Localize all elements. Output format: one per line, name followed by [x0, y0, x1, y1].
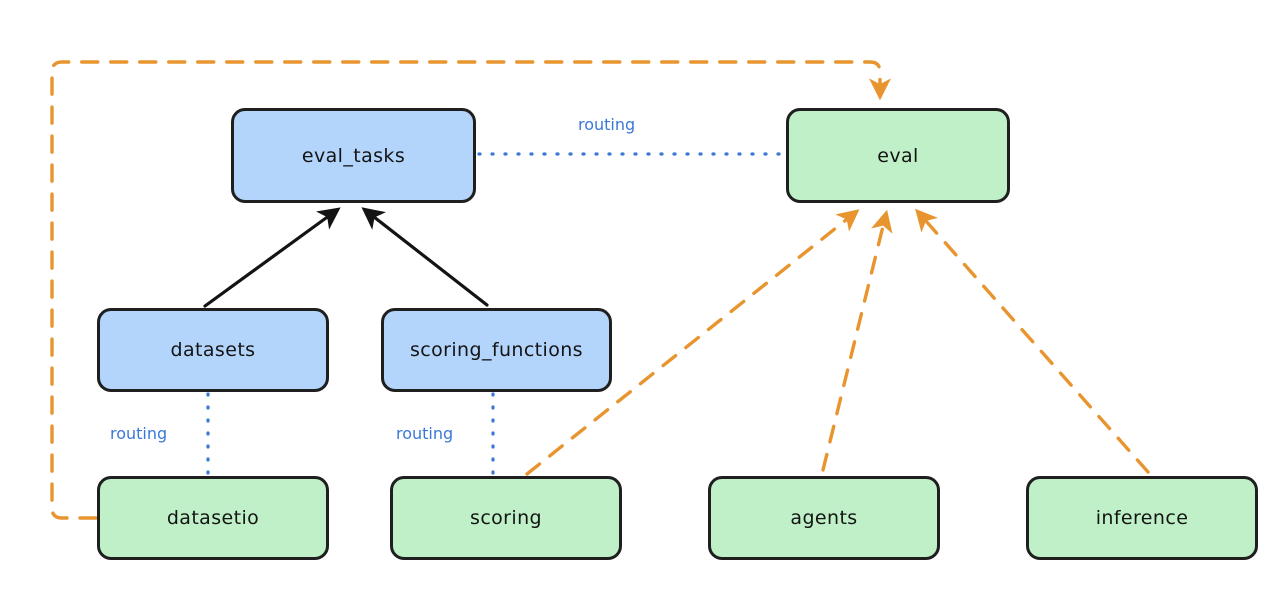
- node-inference[interactable]: inference: [1026, 476, 1258, 560]
- node-label-scoring: scoring: [470, 507, 542, 529]
- edge-datasetio-to-eval: [50, 60, 892, 520]
- edge-inference-to-eval: [915, 208, 1150, 474]
- node-eval-tasks[interactable]: eval_tasks: [231, 108, 476, 203]
- edge-label-routing-scoring-functions: routing: [396, 424, 454, 443]
- edge-scoring-functions-to-eval-tasks: [361, 207, 489, 307]
- node-label-datasetio: datasetio: [166, 507, 260, 529]
- node-agents[interactable]: agents: [708, 476, 940, 560]
- edge-label-routing-eval-tasks: routing: [578, 115, 636, 134]
- edge-label-routing-datasets: routing: [110, 424, 168, 443]
- node-label-eval: eval: [877, 144, 919, 167]
- node-datasetio[interactable]: datasetio: [97, 476, 329, 560]
- node-label-agents: agents: [790, 507, 858, 529]
- node-scoring-functions[interactable]: scoring_functions: [381, 308, 612, 392]
- node-eval[interactable]: eval: [786, 108, 1010, 203]
- node-datasets[interactable]: datasets: [97, 308, 329, 392]
- edge-agents-to-eval: [821, 209, 893, 472]
- node-label-inference: inference: [1095, 507, 1189, 529]
- edge-scoring-to-eval: [525, 209, 860, 476]
- node-label-datasets: datasets: [170, 339, 256, 361]
- node-label-scoring-functions: scoring_functions: [410, 339, 583, 361]
- node-label-eval-tasks: eval_tasks: [301, 144, 406, 167]
- node-scoring[interactable]: scoring: [390, 476, 622, 560]
- edge-datasets-to-eval-tasks: [203, 207, 341, 308]
